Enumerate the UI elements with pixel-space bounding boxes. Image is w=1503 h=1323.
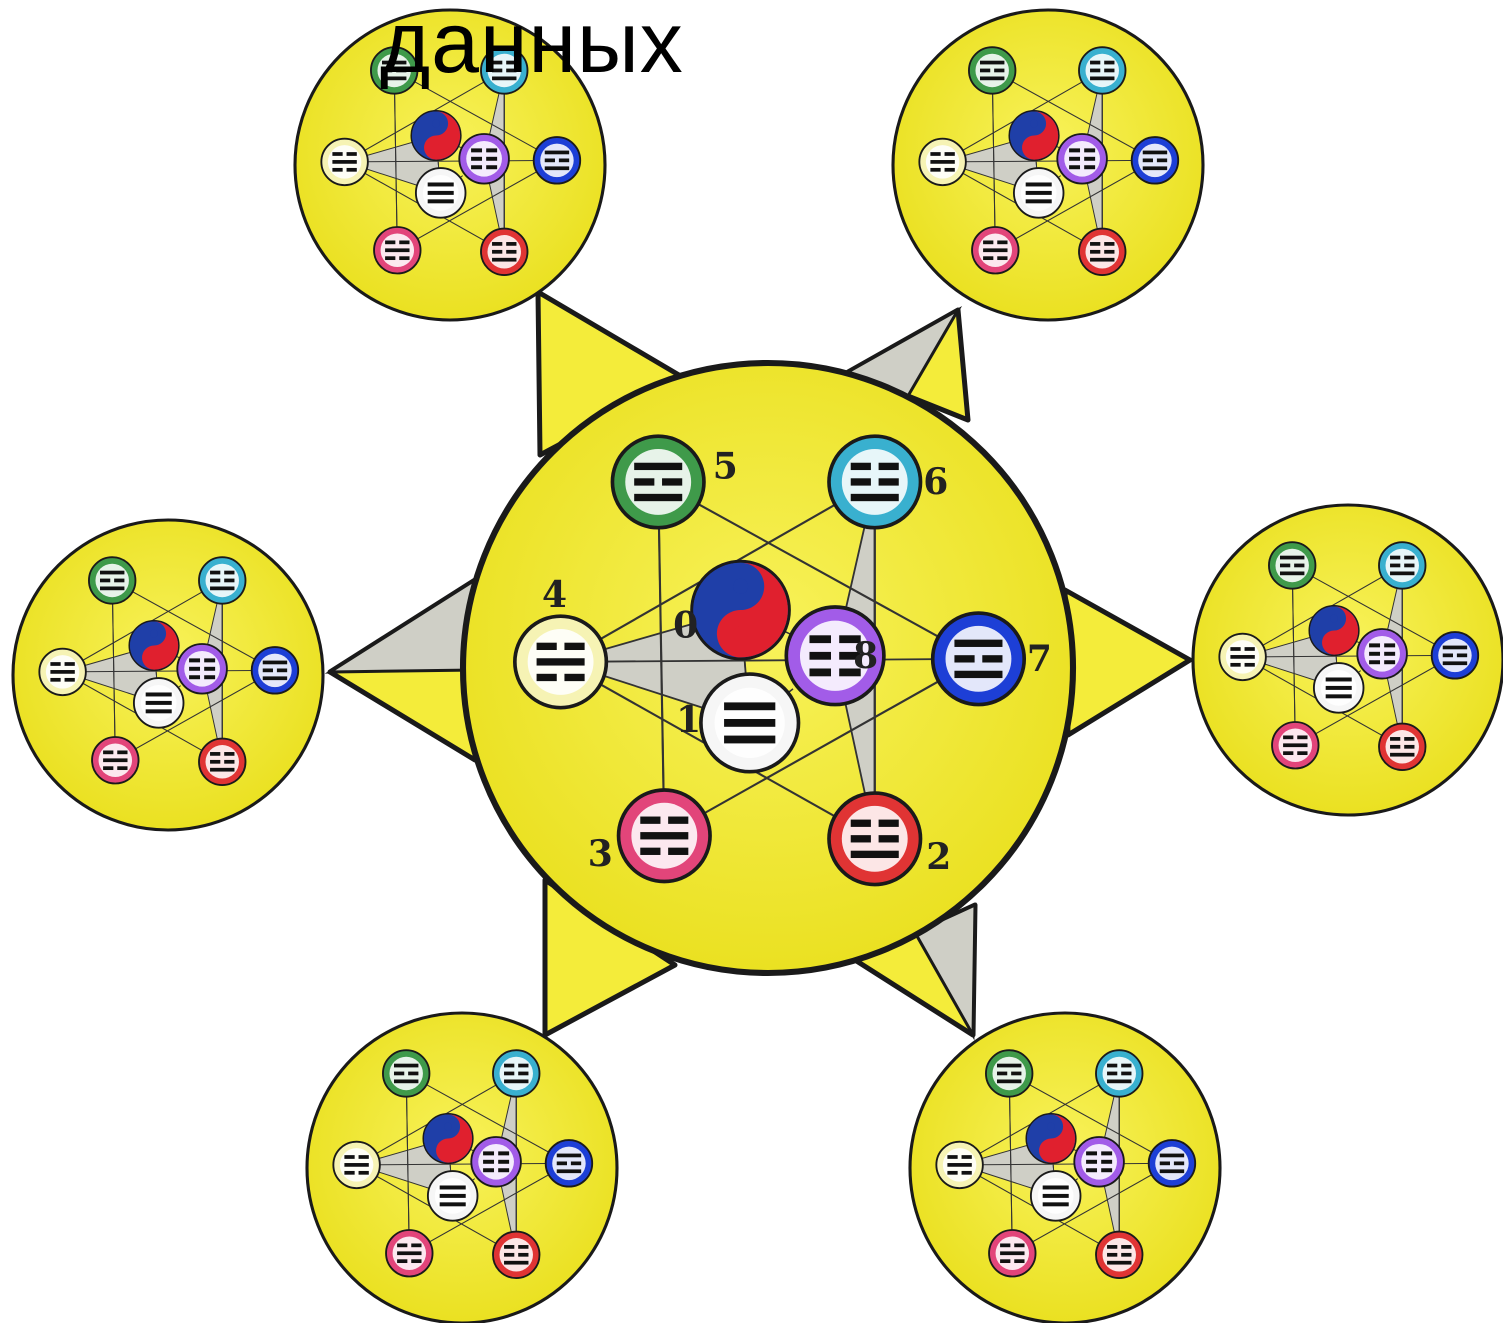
central-disc: 0 1 2 3 4 5 6 7 8 bbox=[459, 359, 1077, 977]
node-3: 3 bbox=[588, 788, 712, 884]
node-label-6: 6 bbox=[923, 461, 948, 503]
node-label-2: 2 bbox=[926, 836, 951, 878]
node-label-8: 8 bbox=[853, 635, 878, 677]
node-label-3: 3 bbox=[588, 833, 613, 875]
satellite-disc-top-right bbox=[891, 8, 1205, 322]
node-label-1: 1 bbox=[676, 699, 701, 741]
satellite-disc-left bbox=[11, 518, 325, 832]
star-points bbox=[324, 289, 1193, 1041]
node-0: 0 bbox=[673, 559, 791, 661]
star-point-top-right bbox=[844, 305, 971, 423]
node-label-7: 7 bbox=[1027, 638, 1052, 680]
star-point-left bbox=[324, 577, 478, 763]
page-heading: данных bbox=[380, 0, 684, 91]
node-5: 5 bbox=[610, 434, 738, 530]
node-2: 2 bbox=[827, 791, 951, 887]
node-7: 7 bbox=[930, 611, 1052, 707]
node-4: 4 bbox=[513, 574, 609, 710]
central-disc-cluster: 0 1 2 3 4 5 6 7 8 bbox=[459, 359, 1077, 977]
node-1: 1 bbox=[676, 672, 801, 774]
satellite-disc-top-left bbox=[293, 8, 607, 322]
node-label-4: 4 bbox=[542, 574, 567, 616]
node-6: 6 bbox=[827, 434, 948, 530]
satellite-disc-bottom-left bbox=[305, 1011, 619, 1323]
satellite-disc-right bbox=[1191, 503, 1503, 817]
satellite-discs bbox=[11, 8, 1503, 1323]
star-point-right bbox=[1062, 587, 1193, 738]
node-8: 8 bbox=[784, 605, 886, 707]
node-label-5: 5 bbox=[713, 446, 738, 488]
satellite-disc-bottom-right bbox=[908, 1011, 1222, 1323]
node-label-0: 0 bbox=[673, 604, 698, 646]
